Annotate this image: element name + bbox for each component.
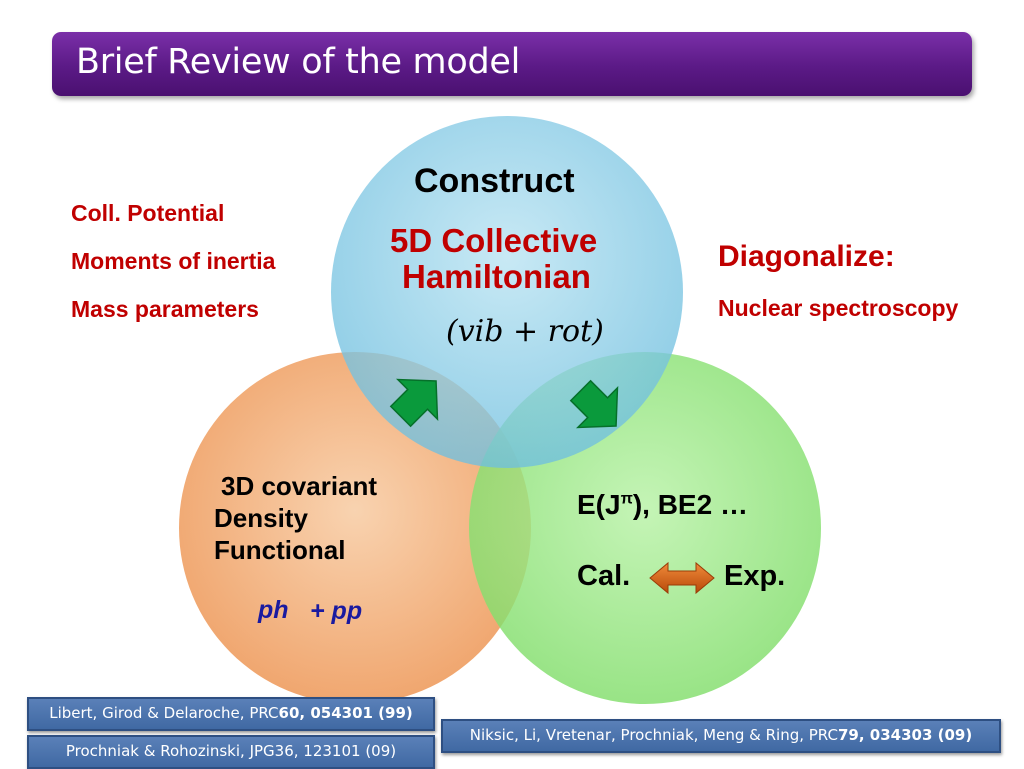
- reference-box: Niksic, Li, Vretenar, Prochniak, Meng & …: [441, 719, 1001, 753]
- nuclear-spectroscopy-label: Nuclear spectroscopy: [718, 295, 959, 321]
- collective-line1: 5D Collective: [390, 222, 598, 259]
- pp-label: + pp: [310, 597, 363, 625]
- green-arrow-icon: [569, 379, 619, 429]
- exp-label: Exp.: [724, 560, 786, 592]
- vib-rot-label: (vib + rot): [446, 314, 604, 349]
- double-arrow-icon: [649, 561, 715, 595]
- reference-text: Niksic, Li, Vretenar, Prochniak, Meng & …: [469, 726, 838, 744]
- reference-bold: 79, 034303 (09): [837, 726, 973, 744]
- observables-label: E(Jπ), BE2 …: [577, 489, 748, 521]
- title-bar: Brief Review of the model: [52, 32, 972, 96]
- list-item: Moments of inertia: [71, 248, 276, 274]
- slide-title: Brief Review of the model: [76, 42, 521, 82]
- ph-label: ph: [258, 596, 289, 624]
- diagonalize-heading: Diagonalize:: [718, 240, 895, 273]
- be2-label: ), BE2 …: [632, 489, 748, 520]
- reference-text: Prochniak & Rohozinski, JPG36, 123101 (0…: [65, 742, 397, 760]
- ej-label: E(J: [577, 489, 621, 520]
- list-item: Coll. Potential: [71, 200, 225, 226]
- green-arrow-icon: [389, 378, 439, 428]
- reference-box: Prochniak & Rohozinski, JPG36, 123101 (0…: [27, 735, 435, 769]
- list-item: Mass parameters: [71, 296, 259, 322]
- reference-text: Libert, Girod & Delaroche, PRC: [49, 704, 279, 722]
- pi-superscript: π: [620, 490, 633, 508]
- reference-box: Libert, Girod & Delaroche, PRC60, 054301…: [27, 697, 435, 731]
- covariant-line1: 3D covariant: [221, 471, 378, 501]
- collective-line2: Hamiltonian: [402, 258, 591, 295]
- reference-bold: 60, 054301 (99): [278, 704, 413, 722]
- covariant-line3: Functional: [214, 535, 346, 565]
- cal-label: Cal.: [577, 560, 631, 592]
- covariant-line2: Density: [214, 503, 308, 533]
- construct-heading: Construct: [414, 162, 575, 200]
